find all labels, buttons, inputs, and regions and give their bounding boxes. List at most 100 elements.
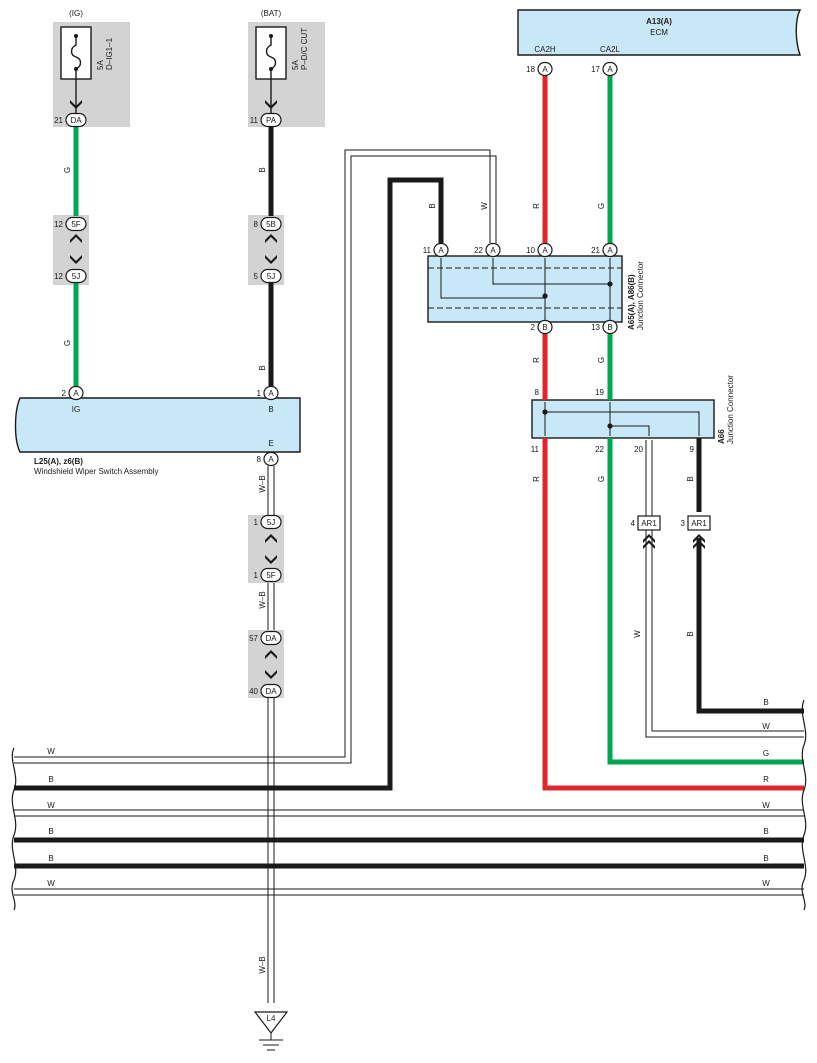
jc1-top-pin-21-num: 21 [591,246,600,255]
jc1-top-pin-22-num: 22 [474,246,483,255]
fuse-bat-power: (BAT) [261,9,282,18]
wire-label-b-4: B [686,476,695,481]
jc1-top-pin-11-num: 11 [423,246,432,255]
jc1-bottom-pin-2-code: B [542,323,547,332]
wire-ar1-white [645,440,804,738]
relay-mid-pin-1: 5B 8 [254,216,282,232]
bus-left-label-2: B [48,775,53,784]
ecm-box [517,9,802,56]
wire-label-g-5: G [597,476,606,482]
relay-left-pin-2: 5J 12 [54,268,87,284]
ecm-pin-18-code: A [542,65,548,74]
fuse-bat-pin-code: PA [266,116,277,125]
junction-connector-a65 [427,255,623,323]
wire-label-r-3: R [532,476,541,482]
jc1-name: Junction Connector [636,261,645,330]
fuse-ig [60,26,92,80]
wire-label-b-5: B [686,631,695,636]
switch-pin-8: A8 [257,451,279,467]
relay-mid-pin-1-code: 5B [266,220,276,229]
wire-ground-wb [267,466,275,1003]
ground-pin-57-num: 57 [249,634,258,643]
switch-pin-2: A2 [62,385,84,401]
jc1-top-pin-10: A 10 [526,242,553,258]
fuse-ig-power: (IG) [69,9,83,18]
bus-right-label-6: B [763,827,768,836]
ecm-name: ECM [650,28,668,37]
jc1-bottom-pin-2-num: 2 [531,323,536,332]
relay-left-pin-1-num: 12 [54,220,63,229]
switch-pin-1: A1 [257,385,279,401]
ecm-pin-18: A 18 [526,61,553,77]
wire-label-w-1: W [480,202,489,210]
wire-jc1-white [14,149,497,764]
fuse-ig-pin: DA 21 [54,112,87,128]
jc1-top-pin-22-code: A [490,246,496,255]
jc1-bottom-pin-13-num: 13 [591,323,600,332]
bus-lines [14,809,804,896]
chevron-icons [70,100,705,679]
ecm-pin-17-code: A [607,65,613,74]
relay-mid-pin-2: 5J5 [254,268,282,284]
wire-label-r-1: R [532,203,541,209]
relay-left-pin-2-code: 5J [72,272,80,281]
switch-term-e: E [268,439,273,448]
fuse-ig-name: D–IG1–1 [105,37,114,70]
wire-label-wb-1: W–B [258,475,267,492]
jc2-bottom-pin-9: 9 [690,445,695,454]
wire-jc1-black [14,177,444,791]
switch-pin-8-num: 8 [257,455,262,464]
jc1-top-pin-21: A 21 [591,242,618,258]
jc1-bottom-pin-13: B13 [591,319,618,335]
switch-pin-8-code: A [268,455,274,464]
jc2-bottom-pin-22: 22 [595,445,604,454]
switch-pin-1-code: A [268,389,274,398]
bus-right-label-1: B [763,698,768,707]
jc2-name: Junction Connector [726,375,735,444]
wire-label-g-1: G [63,167,72,173]
wire-label-r-2: R [532,357,541,363]
ecm-pin-18-num: 18 [526,65,535,74]
relay-left-pin-2-num: 12 [54,272,63,281]
wire-label-g-3: G [597,203,606,209]
ground-pin-5f-num: 1 [254,571,259,580]
wire-ar1-black-2 [696,538,804,714]
fuse-bat-pin: PA 11 [250,112,282,128]
switch-name: Windshield Wiper Switch Assembly [34,467,158,476]
jc1-top-pin-22: A 22 [474,242,501,258]
bus-left-label-6: W [47,879,55,888]
wire-label-g-4: G [597,357,606,363]
wire-label-w-2: W [633,630,642,638]
jc1-top-pin-21-code: A [607,246,613,255]
fuse-ig-pin-code: DA [70,116,82,125]
bus-right-label-4: R [763,775,769,784]
switch-pin-2-num: 2 [62,389,67,398]
wire-label-wb-3: W–B [258,956,267,973]
relay-mid-pin-1-num: 8 [254,220,259,229]
fuse-bat-pin-num: 11 [250,116,259,125]
ar1-pin-4-num: 4 [631,519,636,528]
ecm-pin-ca2l: CA2L [600,45,621,54]
bus-right-label-2: W [762,722,770,731]
ground-pin-5j-code: 5J [267,518,275,527]
wire-green-bus [607,438,804,765]
wire-red-bus [542,438,804,791]
switch-ref: L25(A), z6(B) [34,457,83,466]
ground-pin-57-code: DA [265,634,277,643]
jc2-bottom-pin-20: 20 [634,445,643,454]
fuse-ig-pin-num: 21 [54,116,63,125]
wire-label-b-2: B [258,365,267,370]
bus-break-right [801,699,807,911]
fuse-ig-rating: 5A [96,60,105,70]
ar1-pin-3-num: 3 [681,519,686,528]
ecm-ref: A13(A) [646,17,672,26]
jc1-top-pin-10-code: A [542,246,548,255]
jc1-top-pin-10-num: 10 [526,246,535,255]
wire-label-wb-2: W–B [258,591,267,608]
jc1-bottom-pin-2: B2 [531,319,553,335]
bus-left-label-3: W [47,801,55,810]
